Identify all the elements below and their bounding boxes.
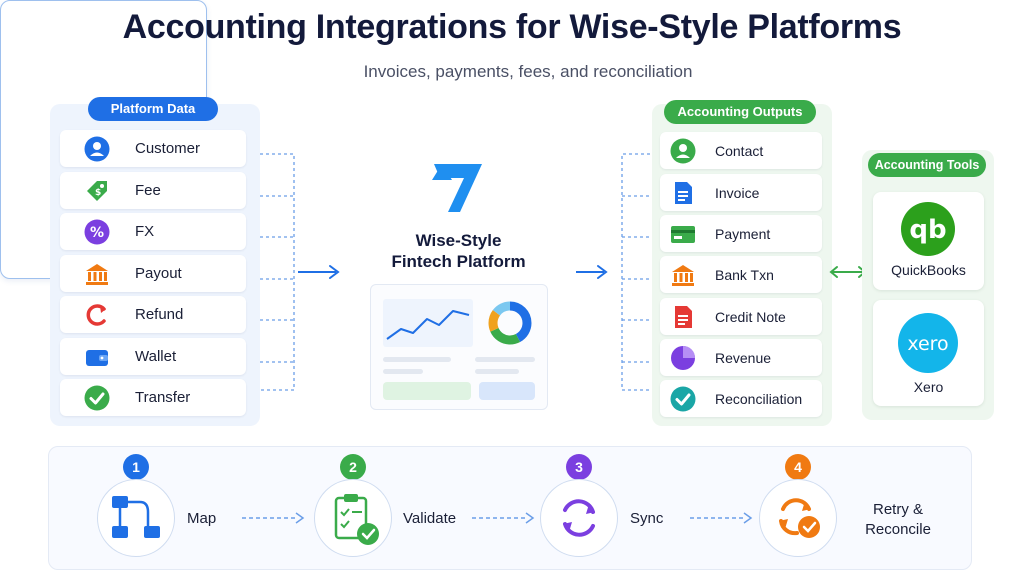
- right-connector-lines: [576, 153, 656, 391]
- user-icon: [84, 136, 110, 162]
- card-icon: [671, 226, 695, 243]
- platform-item-refund[interactable]: Refund: [60, 296, 246, 333]
- step-number-badge: 4: [785, 454, 811, 480]
- step-label: Sync: [630, 510, 664, 527]
- pie-icon: [671, 346, 695, 370]
- step-sync-circle: [540, 479, 618, 557]
- check-icon: [670, 386, 696, 412]
- output-item-bank-txn[interactable]: Bank Txn: [660, 256, 822, 293]
- step-arrow: [242, 512, 305, 524]
- output-item-credit-note[interactable]: Credit Note: [660, 298, 822, 335]
- left-connector-lines: [260, 153, 340, 391]
- wallet-icon: [86, 350, 108, 366]
- check-icon: [84, 385, 110, 411]
- placeholder-button-green: [383, 382, 471, 400]
- refund-icon: [86, 304, 106, 326]
- placeholder-bar: [383, 357, 451, 362]
- placeholder-button-blue: [479, 382, 535, 400]
- output-item-contact[interactable]: Contact: [660, 132, 822, 169]
- platform-data-label: Platform Data: [88, 97, 218, 121]
- output-item-revenue[interactable]: Revenue: [660, 339, 822, 376]
- step-validate-circle: [314, 479, 392, 557]
- bank-icon: [86, 264, 108, 285]
- clipboard-check-icon: [334, 494, 379, 545]
- step-number-badge: 2: [340, 454, 366, 480]
- quickbooks-logo-icon: qb: [901, 202, 955, 256]
- platform-item-label: Customer: [135, 140, 201, 157]
- platform-item-label: FX: [135, 223, 155, 240]
- output-item-label: Invoice: [715, 185, 760, 201]
- step-number-badge: 1: [123, 454, 149, 480]
- svg-text:qb: qb: [909, 215, 946, 245]
- platform-title-line2: Fintech Platform: [391, 252, 526, 271]
- platform-item-label: Wallet: [135, 348, 177, 365]
- svg-text:xero: xero: [907, 333, 948, 355]
- output-item-label: Bank Txn: [715, 267, 774, 283]
- output-item-label: Payment: [715, 226, 771, 242]
- platform-item-payout[interactable]: Payout: [60, 255, 246, 292]
- svg-text:$: $: [95, 188, 101, 198]
- svg-text:%: %: [90, 225, 104, 241]
- placeholder-bar: [475, 357, 535, 362]
- platform-item-label: Payout: [135, 265, 182, 282]
- invoice-icon: [675, 182, 692, 204]
- step-label: Map: [187, 510, 217, 527]
- step-arrow: [690, 512, 753, 524]
- credit-note-icon: [675, 306, 692, 328]
- platform-item-customer[interactable]: Customer: [60, 130, 246, 167]
- platform-item-fee[interactable]: $ Fee: [60, 172, 246, 209]
- page-subtitle: Invoices, payments, fees, and reconcilia…: [363, 62, 693, 81]
- step-map-circle: [97, 479, 175, 557]
- step-label: Retry &: [872, 501, 923, 518]
- step-label: Validate: [403, 510, 457, 527]
- xero-label: Xero: [913, 379, 944, 395]
- contact-icon: [670, 138, 696, 164]
- step-arrow: [472, 512, 535, 524]
- quickbooks-label: QuickBooks: [891, 262, 966, 278]
- line-chart-icon: [383, 299, 473, 347]
- step-number-badge: 3: [566, 454, 592, 480]
- xero-logo-icon: xero: [898, 313, 958, 373]
- output-item-label: Contact: [715, 143, 764, 159]
- step-label-line2: Reconcile: [865, 521, 931, 538]
- page-title: Accounting Integrations for Wise-Style P…: [122, 8, 902, 46]
- bank-icon: [672, 265, 694, 286]
- platform-item-wallet[interactable]: Wallet: [60, 338, 246, 375]
- output-item-label: Revenue: [715, 350, 772, 366]
- percent-icon: %: [84, 219, 110, 245]
- retry-reconcile-icon: [779, 498, 820, 538]
- output-item-invoice[interactable]: Invoice: [660, 174, 822, 211]
- platform-item-label: Fee: [135, 182, 161, 199]
- donut-chart-icon: [488, 301, 532, 345]
- platform-item-label: Transfer: [135, 389, 191, 406]
- platform-title-line1: Wise-Style: [415, 231, 502, 250]
- placeholder-bar: [475, 369, 519, 374]
- platform-item-label: Refund: [135, 306, 184, 323]
- wise-logo-icon: [432, 164, 482, 212]
- accounting-outputs-label: Accounting Outputs: [664, 100, 816, 124]
- step-retry-circle: [759, 479, 837, 557]
- sync-icon: [563, 499, 595, 537]
- dashboard-mockup: [370, 284, 548, 410]
- platform-item-fx[interactable]: % FX: [60, 213, 246, 250]
- output-item-payment[interactable]: Payment: [660, 215, 822, 252]
- map-flow-icon: [112, 496, 160, 538]
- tag-icon: $: [87, 181, 107, 201]
- output-item-label: Reconciliation: [715, 391, 803, 407]
- placeholder-bar: [383, 369, 423, 374]
- accounting-tools-label: Accounting Tools: [868, 153, 986, 177]
- output-item-reconciliation[interactable]: Reconciliation: [660, 380, 822, 417]
- platform-item-transfer[interactable]: Transfer: [60, 379, 246, 416]
- output-item-label: Credit Note: [715, 309, 786, 325]
